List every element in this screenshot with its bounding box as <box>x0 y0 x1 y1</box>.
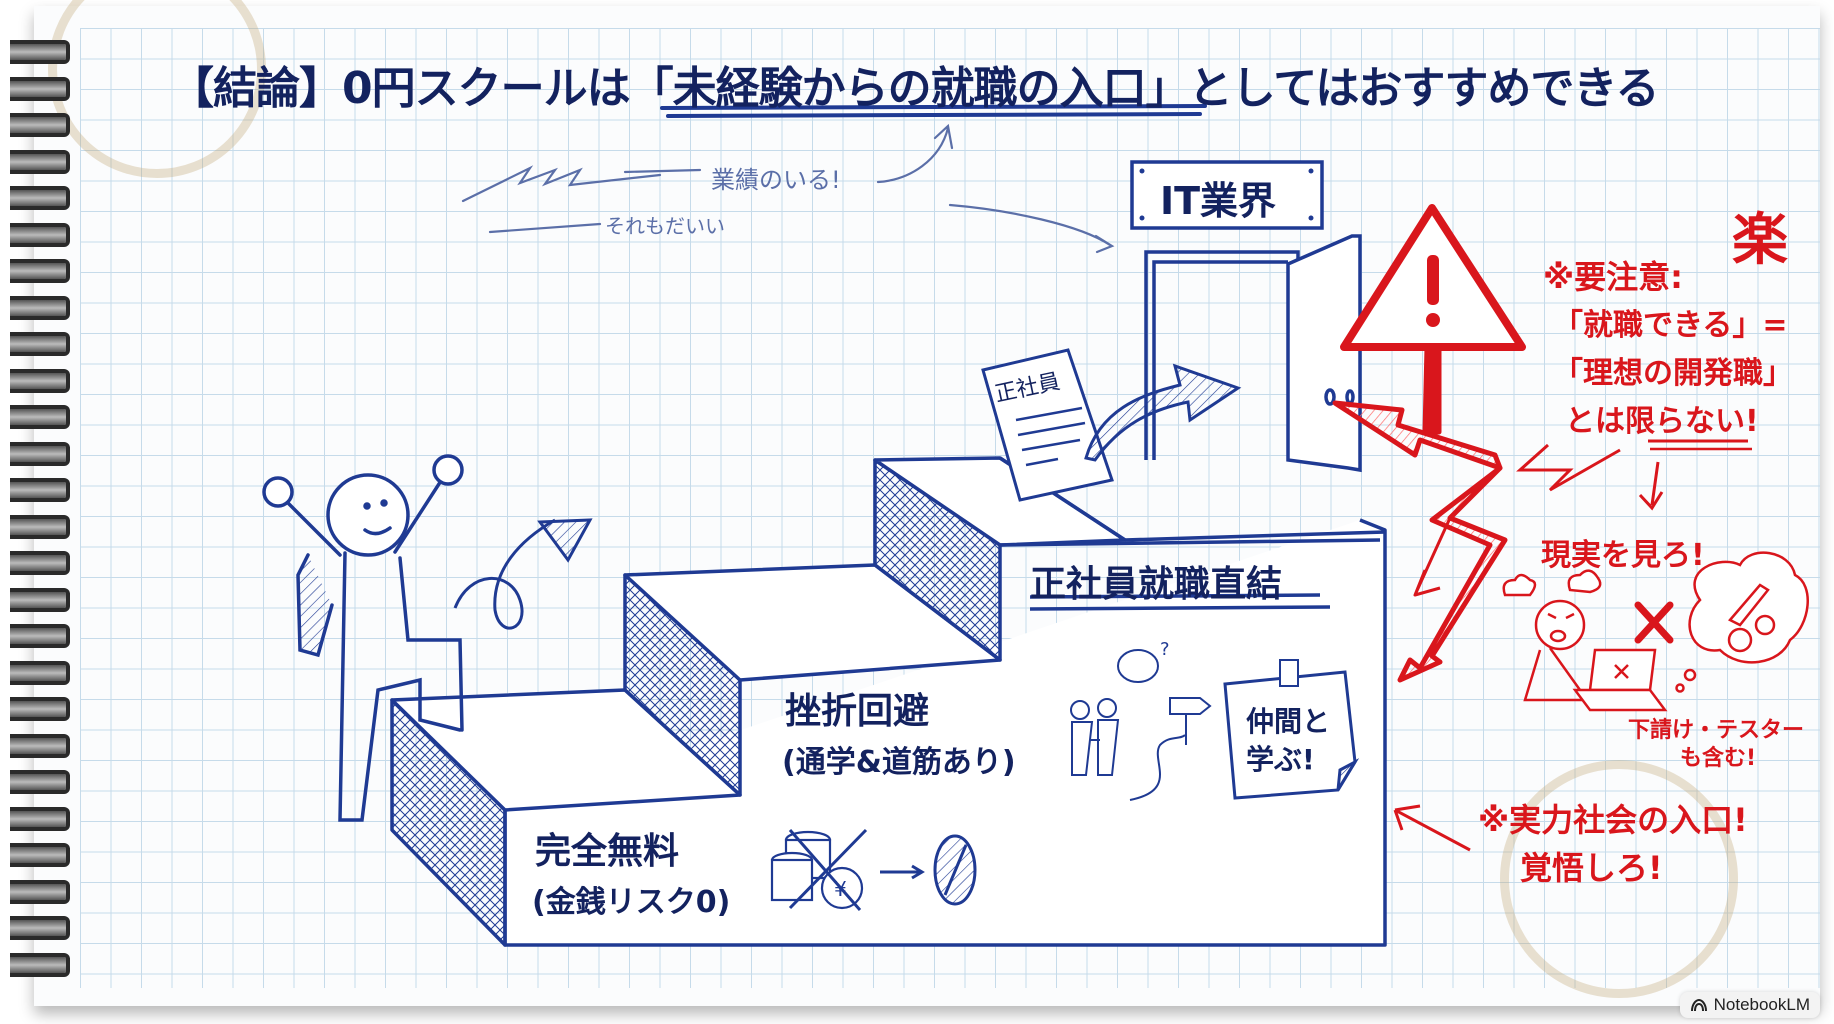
spiral-ring <box>10 222 70 247</box>
spiral-ring <box>10 587 70 612</box>
handwritten-note: それもだいい <box>605 214 725 238</box>
spiral-ring <box>10 441 70 466</box>
title-emphasis: 未経験からの就職の入口 <box>672 63 1147 114</box>
reality-label: 現実を見ろ! <box>1541 538 1705 573</box>
coffee-stain <box>1500 760 1738 998</box>
corner-kanji: 楽 <box>1732 208 1788 273</box>
warning-line1: 「就職できる」= <box>1553 308 1788 343</box>
subcontract-caption-1: 下請け・テスター <box>1628 718 1805 743</box>
spiral-ring <box>10 259 70 283</box>
red-speech-zigzag <box>1393 439 1752 852</box>
spiral-ring <box>10 770 70 794</box>
arrow-to-door <box>1084 363 1242 462</box>
spiral-ring <box>10 405 70 429</box>
badge-label: NotebookLM <box>1713 995 1810 1014</box>
warning-line3-prefix: とは <box>1565 404 1625 439</box>
spiral-ring <box>10 295 70 320</box>
step-label-3: 正社員就職直結 <box>1030 564 1283 605</box>
handshake-people-icon: ? <box>1070 639 1170 776</box>
zero-icon <box>880 834 977 906</box>
spiral-ring <box>10 952 70 977</box>
title-suffix: 」としてはおすすめできる <box>1145 63 1660 114</box>
spiral-binding <box>10 40 70 1000</box>
spiral-ring <box>10 660 70 685</box>
bottom-warning-line1: ※実力社会の入口! <box>1478 801 1748 839</box>
warning-header: ※要注意: <box>1543 258 1683 296</box>
notebooklm-logo-icon <box>1690 998 1707 1012</box>
page-title: 【結論】0円スクールは「未経験からの就職の入口」としてはおすすめできる <box>170 52 1660 116</box>
spiral-ring <box>10 40 70 64</box>
thought-bubble-rocket-icon <box>1675 551 1809 693</box>
winding-path-signpost-icon <box>1129 697 1212 801</box>
title-prefix: 【結論】0円スクールは「 <box>170 63 674 114</box>
spiral-ring <box>10 697 70 721</box>
staircase <box>390 456 1387 947</box>
spiral-ring <box>10 368 70 393</box>
step-label-2: 挫折回避 <box>785 691 930 732</box>
warning-line2: 「理想の開発職」 <box>1553 356 1793 391</box>
notebooklm-badge[interactable]: NotebookLM <box>1679 992 1820 1018</box>
spiral-ring <box>10 624 70 648</box>
spiral-ring <box>10 879 70 904</box>
subcontract-caption-2: も含む! <box>1680 746 1757 771</box>
spiral-ring <box>10 186 70 210</box>
sticky-note-line2: 学ぶ! <box>1246 743 1315 776</box>
warning-line3: とは限らない! <box>1565 396 1759 440</box>
spiral-ring <box>10 806 70 831</box>
spiral-ring <box>10 733 70 758</box>
sticky-note <box>1223 659 1360 800</box>
lightning-arrows <box>1332 344 1508 683</box>
coins-crossed-icon: ¥ <box>770 828 868 911</box>
certificate <box>981 348 1114 502</box>
angry-person-laptop-icon <box>1502 569 1668 712</box>
door <box>1144 234 1362 473</box>
step-label-1: 完全無料 <box>535 831 680 872</box>
step-sublabel-2: (通学&道筋あり) <box>782 745 1016 780</box>
loop-arrow <box>453 518 593 630</box>
spiral-ring <box>10 149 70 174</box>
handwritten-note: 業績のいる! <box>711 166 841 194</box>
it-sign <box>1130 160 1324 230</box>
spiral-ring <box>10 332 70 356</box>
svg-text:?: ? <box>1160 639 1170 660</box>
red-cross-mark <box>1634 601 1674 644</box>
spiral-ring <box>10 843 70 867</box>
title-underline <box>660 104 1207 118</box>
spiral-ring <box>10 478 70 502</box>
step-sublabel-1: (金銭リスク0) <box>532 885 731 920</box>
spiral-ring <box>10 916 70 940</box>
door-sign-label: IT業界 <box>1160 179 1277 223</box>
spiral-ring <box>10 113 70 137</box>
spiral-ring <box>10 551 70 575</box>
spiral-ring <box>10 514 70 539</box>
exclamation-icon <box>1426 255 1440 327</box>
handwritten-scribble <box>461 123 1115 254</box>
bottom-warning-line2: 覚悟しろ! <box>1520 849 1663 887</box>
warning-line3-emph: 限らない! <box>1625 404 1759 439</box>
sticky-note-line1: 仲間と <box>1246 705 1331 738</box>
stick-figure <box>262 454 464 822</box>
spiral-ring <box>10 76 70 101</box>
